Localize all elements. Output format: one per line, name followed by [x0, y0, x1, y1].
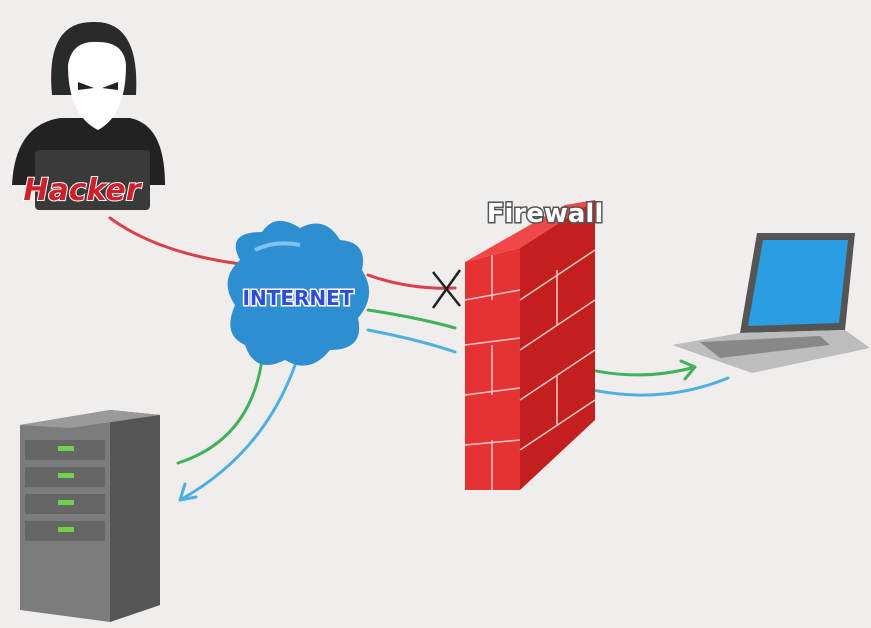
internet-to-server-blue-arrow: [178, 348, 302, 502]
laptop-icon: [672, 233, 870, 373]
hacker-label: Hacker: [23, 173, 142, 208]
hacker-icon: [12, 21, 165, 210]
firewall-label: Firewall: [487, 199, 604, 229]
internet-to-firewall-green-line: [366, 308, 457, 330]
internet-label: INTERNET: [243, 286, 354, 310]
internet-to-server-green-line: [176, 358, 264, 465]
blocked-x-icon: [431, 269, 462, 309]
server-icon: [20, 410, 160, 622]
firewall-icon: [464, 200, 596, 490]
internet-cloud-icon: [227, 220, 370, 366]
internet-to-firewall-blue-line: [366, 328, 457, 354]
